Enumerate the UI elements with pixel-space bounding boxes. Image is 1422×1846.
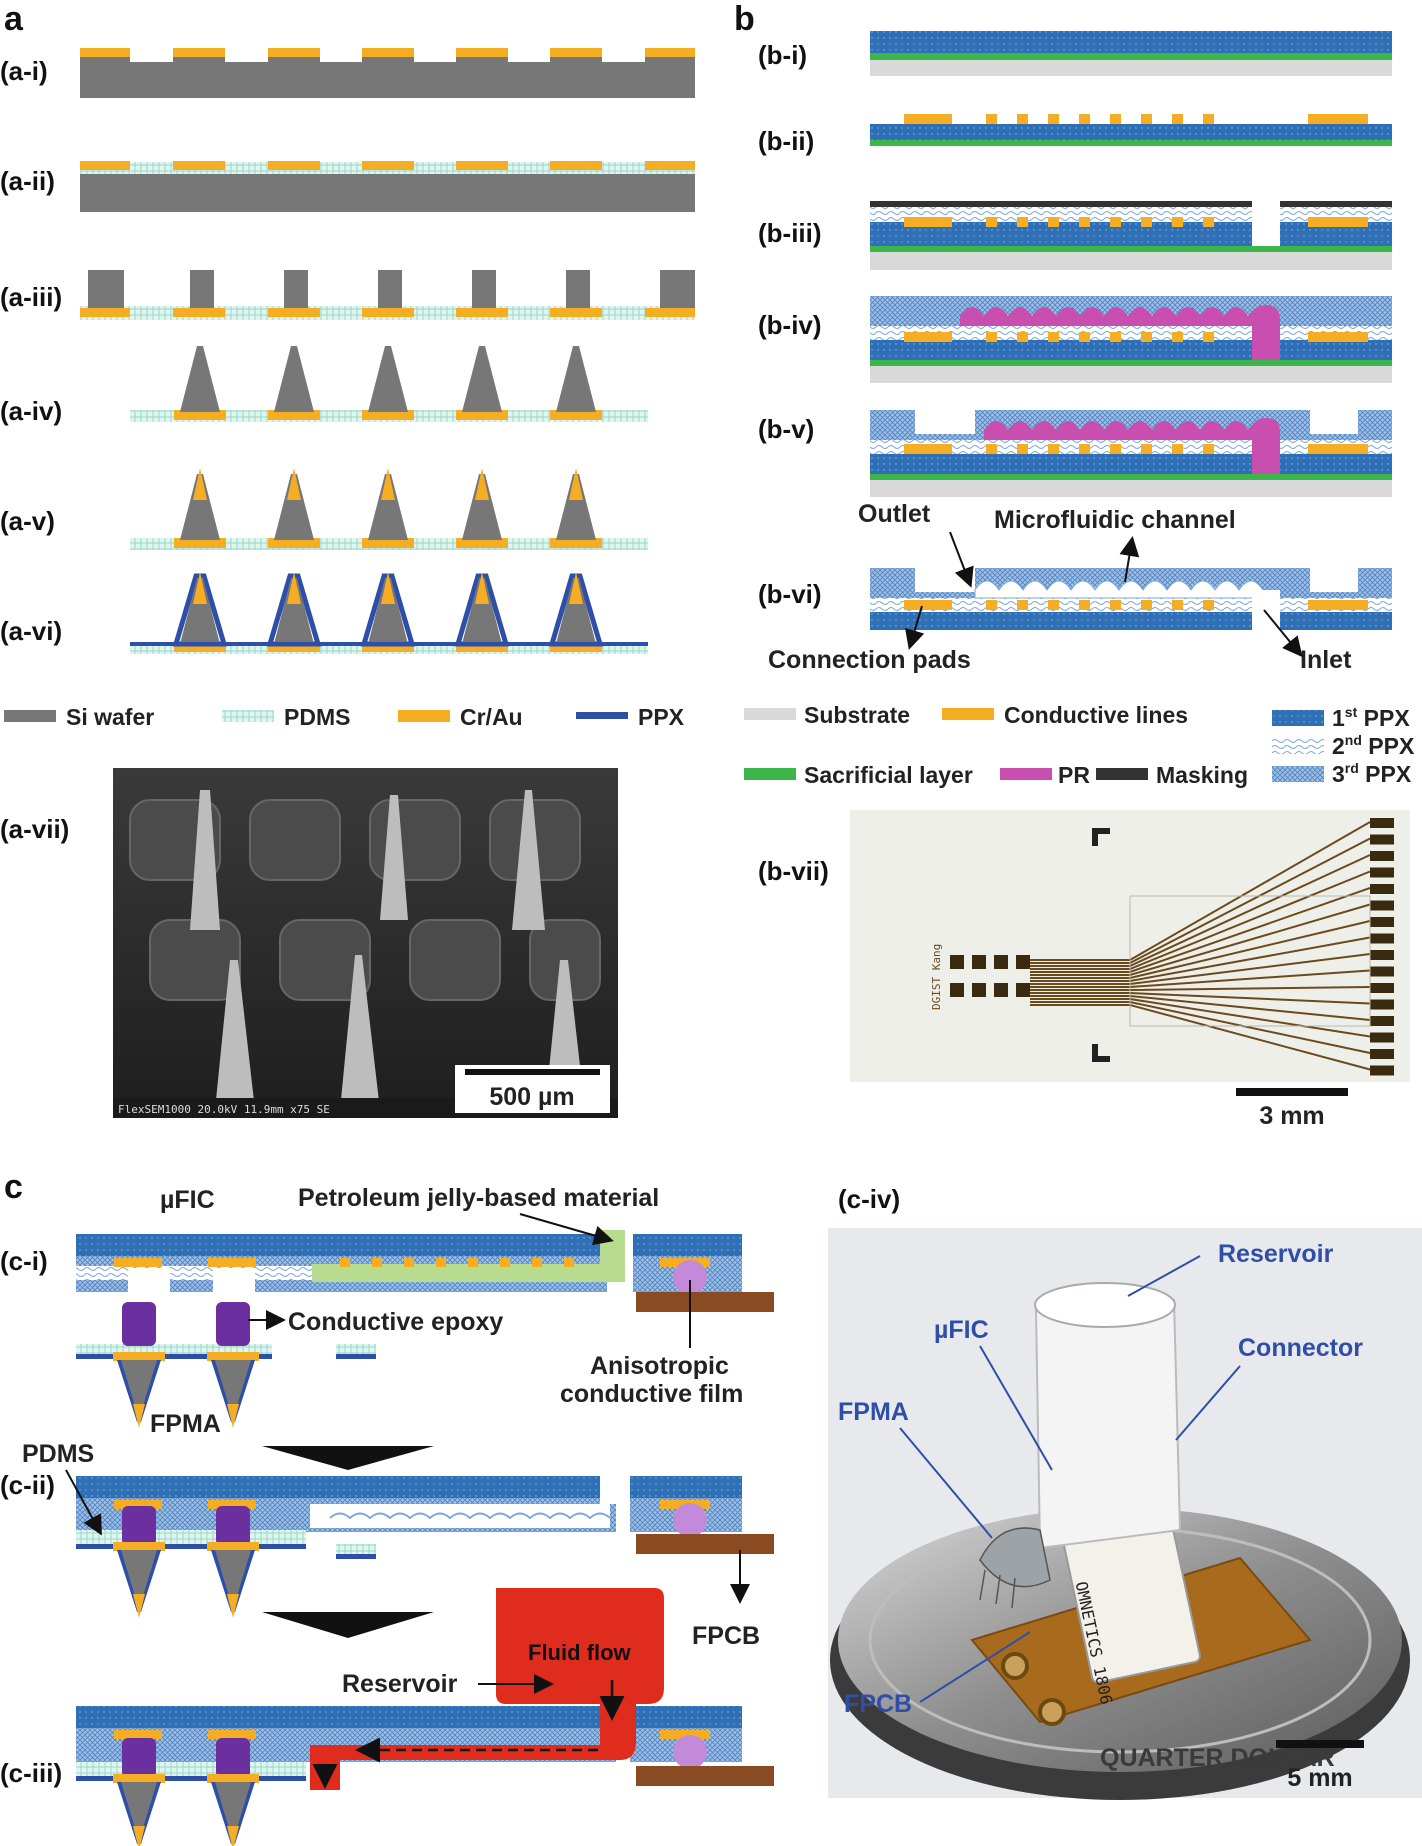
step-c-iii: (c-iii) xyxy=(0,1758,62,1788)
legend-ppx1-label: 1st PPX xyxy=(1332,704,1410,731)
step-a-iv: (a-iv) xyxy=(0,396,62,426)
step-a-vi: (a-vi) xyxy=(0,616,62,646)
step-b-v: (b-v) xyxy=(758,414,814,444)
diagram-a-v xyxy=(130,468,648,550)
step-b-vii: (b-vii) xyxy=(758,856,829,886)
label-ufic-c: µFIC xyxy=(160,1186,215,1214)
step-a-ii: (a-ii) xyxy=(0,166,55,196)
label-anisotropic: Anisotropic xyxy=(590,1352,729,1380)
label-connection-pads: Connection pads xyxy=(768,646,971,674)
label-fpma-c: FPMA xyxy=(150,1410,221,1438)
photo-label-ufic: µFIC xyxy=(934,1316,989,1344)
process-arrow-2 xyxy=(262,1612,434,1638)
label-reservoir-c: Reservoir xyxy=(342,1670,458,1698)
legend-conductive-lines-label: Conductive lines xyxy=(1004,702,1188,728)
panel-a: (a-i) (a-ii) (a-iii) (a-iv) (a-v) (a-vi)… xyxy=(0,48,695,1118)
legend-a: Si wafer PDMS Cr/Au PPX xyxy=(4,704,685,730)
step-a-v: (a-v) xyxy=(0,506,55,536)
label-inlet: Inlet xyxy=(1300,646,1352,674)
sem-image: FlexSEM1000 20.0kV 11.9mm x75 SE 500 µm xyxy=(113,768,618,1118)
diagram-a-iii xyxy=(80,270,695,320)
legend-masking-label: Masking xyxy=(1156,762,1248,788)
photo-scalebar-label: 5 mm xyxy=(1287,1764,1352,1792)
legend-sacrificial-label: Sacrificial layer xyxy=(804,762,973,788)
label-conductive-film: conductive film xyxy=(560,1380,743,1408)
diagram-a-vi xyxy=(130,572,648,654)
diagram-b-iv xyxy=(870,296,1392,383)
diagram-b-v xyxy=(870,408,1392,497)
step-c-i: (c-i) xyxy=(0,1246,48,1276)
photo-label-fpcb: FPCB xyxy=(844,1690,912,1718)
legend-au-swatch xyxy=(398,710,450,722)
label-petroleum-jelly: Petroleum jelly-based material xyxy=(298,1184,659,1212)
diagram-b-vi: Outlet Microfluidic channel Connection p… xyxy=(768,500,1392,674)
step-a-vii: (a-vii) xyxy=(0,814,69,844)
label-pdms-c: PDMS xyxy=(22,1440,94,1468)
panel-b-label: b xyxy=(734,0,755,38)
step-a-iii: (a-iii) xyxy=(0,282,62,312)
step-b-vi: (b-vi) xyxy=(758,579,822,609)
legend-ppx3-label: 3rd PPX xyxy=(1332,760,1412,787)
legend-si-swatch xyxy=(4,710,56,722)
step-a-i: (a-i) xyxy=(0,56,48,86)
legend-pr-label: PR xyxy=(1058,762,1090,788)
step-b-ii: (b-ii) xyxy=(758,126,814,156)
panel-b: (b-i) (b-ii) (b-iii) (b-iv) (b-v) (b-vi)… xyxy=(744,31,1415,1130)
legend-pdms-label: PDMS xyxy=(284,704,350,730)
device-scalebar-label: 3 mm xyxy=(1259,1102,1324,1130)
diagram-b-ii xyxy=(870,114,1392,146)
sem-scalebar-label: 500 µm xyxy=(489,1083,574,1111)
label-outlet: Outlet xyxy=(858,500,931,528)
diagram-a-i xyxy=(80,48,695,98)
coin-text: QUARTER DOLLAR xyxy=(1100,1744,1335,1772)
device-photo: DGIST Kang 3 mm xyxy=(850,810,1410,1130)
step-b-iv: (b-iv) xyxy=(758,310,822,340)
diagram-c-i: µFIC Petroleum jelly-based material Cond… xyxy=(76,1184,774,1438)
device-text: DGIST Kang xyxy=(930,944,943,1010)
diagram-b-i xyxy=(870,31,1392,76)
legend-au-label: Cr/Au xyxy=(460,704,523,730)
step-b-i: (b-i) xyxy=(758,40,807,70)
panel-c: (c-i) (c-ii) (c-iii) (c-iv) xyxy=(0,1184,1422,1846)
assembly-photo: QUARTER DOLLAR OMNETICS 1806 Reservoir µ… xyxy=(828,1228,1422,1800)
legend-ppx2-label: 2nd PPX xyxy=(1332,732,1415,759)
legend-ppx-swatch xyxy=(576,712,628,719)
process-arrow-1 xyxy=(262,1446,434,1470)
legend-b: Substrate Conductive lines Sacrificial l… xyxy=(744,702,1415,788)
label-conductive-epoxy: Conductive epoxy xyxy=(288,1308,503,1336)
legend-si-label: Si wafer xyxy=(66,704,154,730)
legend-ppx-label: PPX xyxy=(638,704,685,730)
photo-label-connector: Connector xyxy=(1238,1334,1363,1362)
diagram-a-iv xyxy=(130,346,648,422)
photo-label-fpma: FPMA xyxy=(838,1398,909,1426)
diagram-b-iii xyxy=(870,201,1392,270)
label-fluid-flow: Fluid flow xyxy=(528,1640,632,1665)
sem-caption: FlexSEM1000 20.0kV 11.9mm x75 SE xyxy=(118,1103,330,1116)
label-fpcb-c: FPCB xyxy=(692,1622,760,1650)
diagram-c-iii: Fluid flow Reservoir xyxy=(76,1588,774,1846)
step-b-iii: (b-iii) xyxy=(758,218,822,248)
step-c-ii: (c-ii) xyxy=(0,1470,55,1500)
legend-substrate-label: Substrate xyxy=(804,702,910,728)
panel-c-label: c xyxy=(4,1168,23,1206)
legend-pdms-swatch xyxy=(222,710,274,722)
photo-label-reservoir: Reservoir xyxy=(1218,1240,1334,1268)
panel-a-label: a xyxy=(4,0,24,38)
step-c-iv: (c-iv) xyxy=(838,1184,900,1214)
label-microfluidic-channel: Microfluidic channel xyxy=(994,506,1236,534)
diagram-c-ii: PDMS FPCB xyxy=(22,1440,774,1650)
diagram-a-ii xyxy=(80,161,695,212)
